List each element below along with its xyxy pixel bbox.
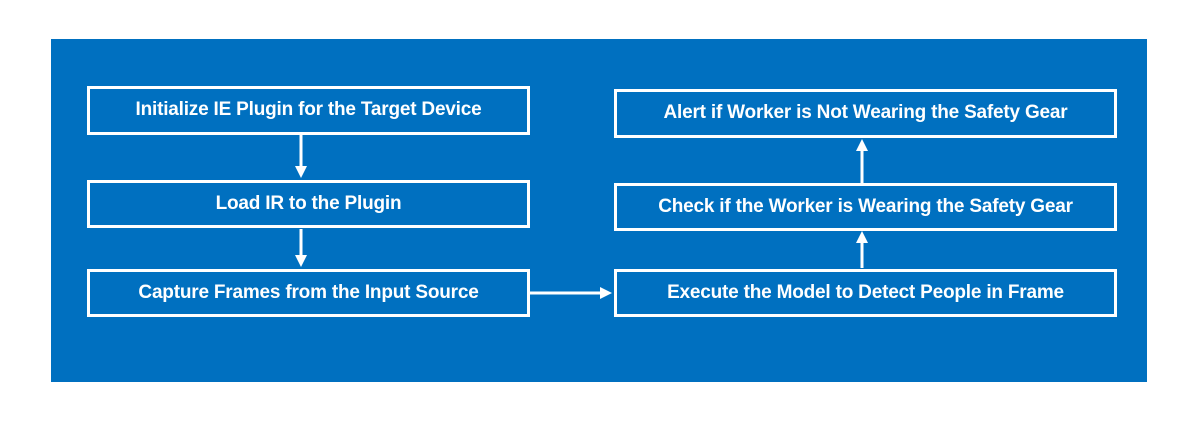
flow-node-label: Capture Frames from the Input Source xyxy=(138,281,479,303)
arrow-check-to-alert-icon xyxy=(856,139,868,184)
flow-node-capture-frames: Capture Frames from the Input Source xyxy=(87,269,530,317)
arrow-execute-to-check-icon xyxy=(856,231,868,268)
arrow-load-to-capture-icon xyxy=(295,229,307,267)
flow-node-check-gear: Check if the Worker is Wearing the Safet… xyxy=(614,183,1117,231)
flow-node-label: Check if the Worker is Wearing the Safet… xyxy=(658,195,1073,217)
arrow-capture-to-execute-icon xyxy=(530,287,612,299)
flow-node-label: Initialize IE Plugin for the Target Devi… xyxy=(135,99,482,121)
flowchart-panel: Initialize IE Plugin for the Target Devi… xyxy=(51,39,1147,382)
flow-node-alert-no-gear: Alert if Worker is Not Wearing the Safet… xyxy=(614,89,1117,138)
flow-node-label: Load IR to the Plugin xyxy=(215,192,402,214)
flow-node-label: Alert if Worker is Not Wearing the Safet… xyxy=(663,102,1068,124)
flow-node-initialize-ie-plugin: Initialize IE Plugin for the Target Devi… xyxy=(87,86,530,135)
flow-node-execute-model: Execute the Model to Detect People in Fr… xyxy=(614,269,1117,317)
flow-node-load-ir: Load IR to the Plugin xyxy=(87,180,530,228)
flow-node-label: Execute the Model to Detect People in Fr… xyxy=(667,281,1064,303)
arrow-init-to-load-icon xyxy=(295,135,307,178)
